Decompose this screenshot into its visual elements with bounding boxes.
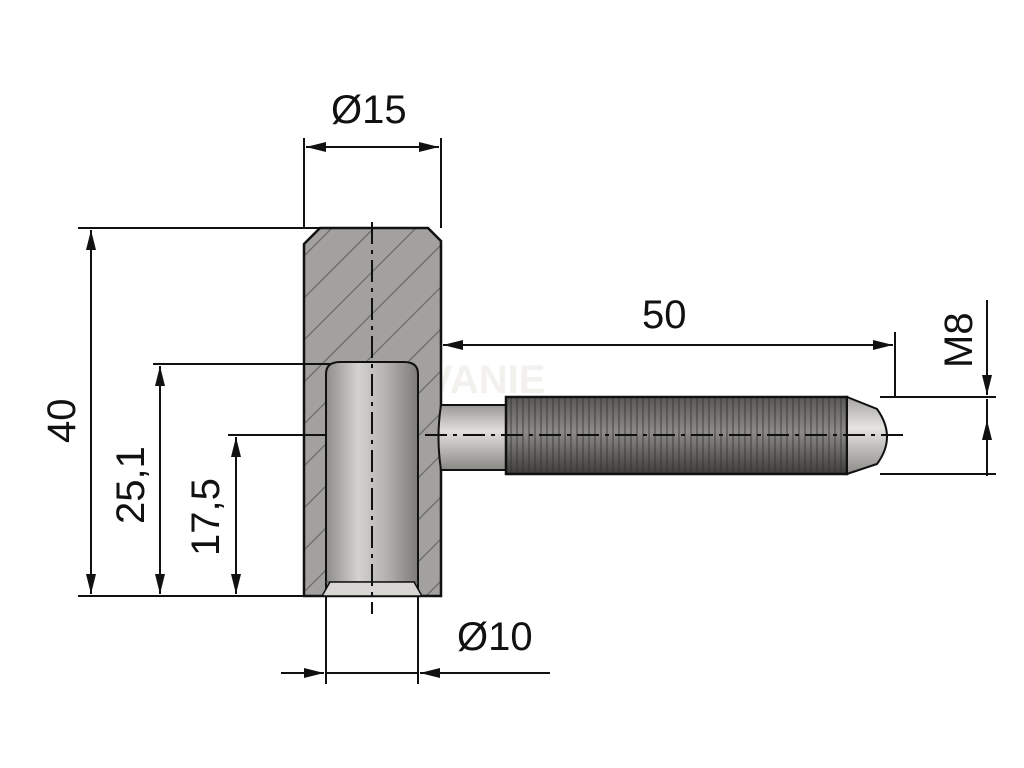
- dimension-total-height: 40: [40, 227, 320, 597]
- shaft: [437, 404, 507, 471]
- dimension-body-diameter: Ø15: [303, 88, 442, 228]
- dimension-label-pin-height: 25,1: [109, 446, 153, 524]
- hatch-line: [304, 228, 441, 596]
- hatch-line: [304, 228, 441, 596]
- dimension-label-total-height: 40: [40, 399, 84, 444]
- dimension-pin-height: 25,1: [109, 363, 330, 594]
- hatch-line: [304, 228, 403, 596]
- pin-bottom-ring: [320, 581, 424, 597]
- dimension-thread-length: 50: [443, 293, 896, 397]
- dimension-label-body-diameter: Ø15: [331, 88, 407, 132]
- dimension-label-thread-length: 50: [642, 293, 687, 337]
- thread-ridges: [508, 398, 846, 473]
- body-outline: [302, 226, 443, 598]
- dimension-label-pin-diameter: Ø10: [457, 615, 533, 659]
- dimension-label-center-height: 17,5: [184, 478, 228, 556]
- thread-tip: [846, 395, 888, 476]
- dimension-label-thread-size: M8: [937, 312, 981, 368]
- threaded-stud: [437, 395, 888, 476]
- hatch-line: [0, 200, 192, 600]
- dimension-center-height: 17,5: [184, 434, 326, 594]
- hatch-line: [304, 228, 441, 596]
- dimension-thread-size: M8: [880, 300, 996, 476]
- dimension-pin-diameter: Ø10: [281, 596, 550, 684]
